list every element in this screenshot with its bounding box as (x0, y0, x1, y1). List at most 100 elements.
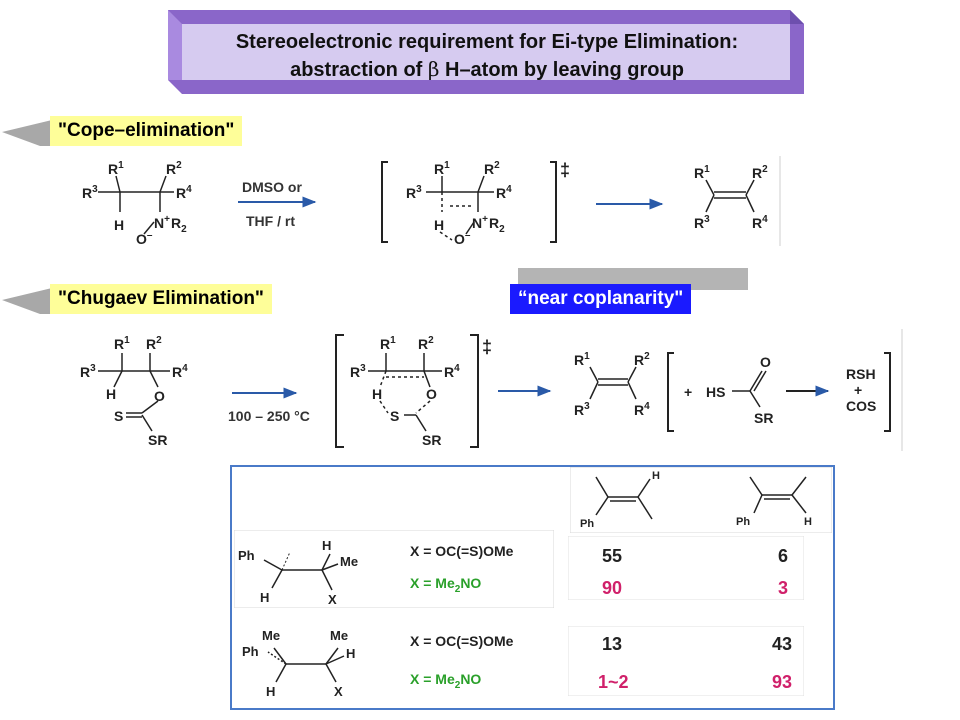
row1-H-right: H (322, 538, 331, 553)
row1-X: X (328, 592, 337, 607)
chugaev-transition-state: ‡ R1 R2 R3 R4 H O S SR (335, 334, 492, 448)
by-atom-SR: SR (754, 410, 773, 426)
p2-R2: R2 (634, 351, 650, 368)
ts-atom-R4: R4 (496, 184, 512, 201)
by-atom-HS: HS (706, 384, 725, 400)
row2-values: 13 43 1~2 93 (568, 626, 804, 696)
p2-R3: R3 (574, 401, 590, 418)
e-alkene-H: H (652, 470, 660, 482)
row2-x-me2no: X = Me2NO (410, 671, 481, 691)
cope-alkene-product: R1 R3 R2 R4 (694, 164, 768, 231)
chugaev-xanthate-starting: R1 R2 R3 R4 H O S SR (80, 335, 188, 448)
z-alkene-Ph: Ph (736, 516, 750, 528)
row2-no-right: 93 (772, 672, 792, 692)
z-alkene-structure: H Ph (736, 476, 812, 528)
x-atom-R3: R3 (80, 363, 96, 380)
chugaev-elimination-scheme: R1 R2 R3 R4 H O S SR 100 – 250 °C ‡ R1 R… (80, 329, 903, 451)
title-banner (168, 10, 804, 94)
row1-x-oc: X = OC(=S)OMe (410, 543, 514, 559)
chugaev-alkene-product: R1 R3 R2 R4 (574, 351, 650, 418)
atom-H: H (114, 217, 124, 233)
row1-newman-structure: Ph Me H H Me X (238, 538, 358, 607)
row1-Me-right: Me (340, 554, 358, 569)
atom-R1: R1 (108, 160, 124, 177)
ts2-atom-R2: R2 (418, 335, 434, 352)
row1-stereo: Ph Me H H Me X X = OC(=S)OMe X = Me2NO (234, 530, 554, 608)
chugaev-reaction-arrow: 100 – 250 °C (228, 387, 310, 424)
row2-no-left: 1~2 (598, 672, 629, 692)
e-alkene-Ph: Ph (580, 518, 594, 530)
x-atom-R1: R1 (114, 335, 130, 352)
row2-Me-right: Me (330, 628, 348, 643)
row2-Ph: Ph (242, 644, 259, 659)
row1-x-me2no: X = Me2NO (410, 575, 481, 595)
by-atom-O: O (760, 354, 771, 370)
byproduct-rsh: RSH (846, 366, 876, 382)
chugaev-condition: 100 – 250 °C (228, 408, 310, 424)
ts2-atom-H: H (372, 386, 382, 402)
page-title: Stereoelectronic requirement for Ei-type… (182, 28, 792, 84)
ts2-atom-O: O (426, 386, 437, 402)
byproduct-cos: COS (846, 398, 876, 414)
row1-values: 55 6 90 3 (568, 536, 804, 600)
row2-newman-structure: Me Me Ph H H X (242, 628, 355, 699)
atom-R3: R3 (82, 184, 98, 201)
cope-reaction-arrow: DMSO or THF / rt (238, 179, 317, 229)
row1-oc-right: 6 (778, 546, 788, 566)
cope-ts-mark: ‡ (560, 160, 570, 180)
row2-H-right-top: H (346, 646, 355, 661)
ts2-atom-S: S (390, 408, 399, 424)
p2-R1: R1 (574, 351, 590, 368)
row2-oc-left: 13 (602, 634, 622, 654)
z-alkene-H: H (804, 516, 812, 528)
x-atom-H: H (106, 386, 116, 402)
byproduct-plus: + (854, 382, 862, 398)
cope-condition-top: DMSO or (242, 179, 302, 195)
x-atom-R2: R2 (146, 335, 162, 352)
ts-atom-R3: R3 (406, 184, 422, 201)
atom-N: N+R2 (154, 214, 187, 235)
row1-no-right: 3 (778, 578, 788, 598)
cope-elimination-scheme: R1 R3 H R2 R4 N+R2 O– DMSO or THF / rt ‡… (82, 156, 781, 247)
title-line-1: Stereoelectronic requirement for Ei-type… (235, 30, 739, 53)
ts2-atom-R4: R4 (444, 363, 460, 380)
row2-Me-left: Me (262, 628, 280, 643)
x-atom-R4: R4 (172, 363, 188, 380)
title-line-2-suffix: H–atom by leaving group (439, 58, 684, 81)
cope-elimination-label: "Cope–elimination" (50, 116, 243, 146)
row2-stereo: Me Me Ph H H X X = OC(=S)OMe X = Me2NO (242, 628, 514, 699)
e-alkene-structure: H Ph (580, 470, 660, 530)
x-atom-SR: SR (148, 432, 167, 448)
cope-condition-bottom: THF / rt (246, 213, 295, 229)
chugaev-ts-mark: ‡ (482, 337, 492, 357)
product-R2: R2 (752, 164, 768, 181)
product-R1: R1 (694, 164, 710, 181)
title-line-2-prefix: abstraction of (290, 58, 428, 81)
cope-starting-amine-oxide: R1 R3 H R2 R4 N+R2 O– (82, 160, 192, 247)
product-R3: R3 (694, 214, 710, 231)
row2-x-oc: X = OC(=S)OMe (410, 633, 514, 649)
cope-transition-state: ‡ R1 R3 H R2 R4 N+R2 O– (381, 160, 570, 247)
cope-label-shadow (2, 120, 52, 146)
ts2-atom-R1: R1 (380, 335, 396, 352)
stereochemistry-panel (230, 465, 835, 710)
row2-H-left: H (266, 684, 275, 699)
ts2-atom-SR: SR (422, 432, 441, 448)
x-atom-S: S (114, 408, 123, 424)
row1-oc-left: 55 (602, 546, 622, 566)
ts-atom-R1: R1 (434, 160, 450, 177)
ts-atom-H: H (434, 217, 444, 233)
row2-oc-right: 43 (772, 634, 792, 654)
row2-X: X (334, 684, 343, 699)
row1-H-left: H (260, 590, 269, 605)
ts-atom-O: O– (454, 230, 471, 247)
p2-R4: R4 (634, 401, 650, 418)
atom-R4: R4 (176, 184, 192, 201)
product-R4: R4 (752, 214, 768, 231)
row1-no-left: 90 (602, 578, 622, 598)
atom-O: O– (136, 230, 153, 247)
atom-R2: R2 (166, 160, 182, 177)
product-header-structures: H Ph H Ph (570, 467, 832, 533)
chugaev-byproduct-bracket: + HS O SR RSH + COS (667, 352, 891, 432)
chugaev-plus: + (684, 384, 692, 400)
